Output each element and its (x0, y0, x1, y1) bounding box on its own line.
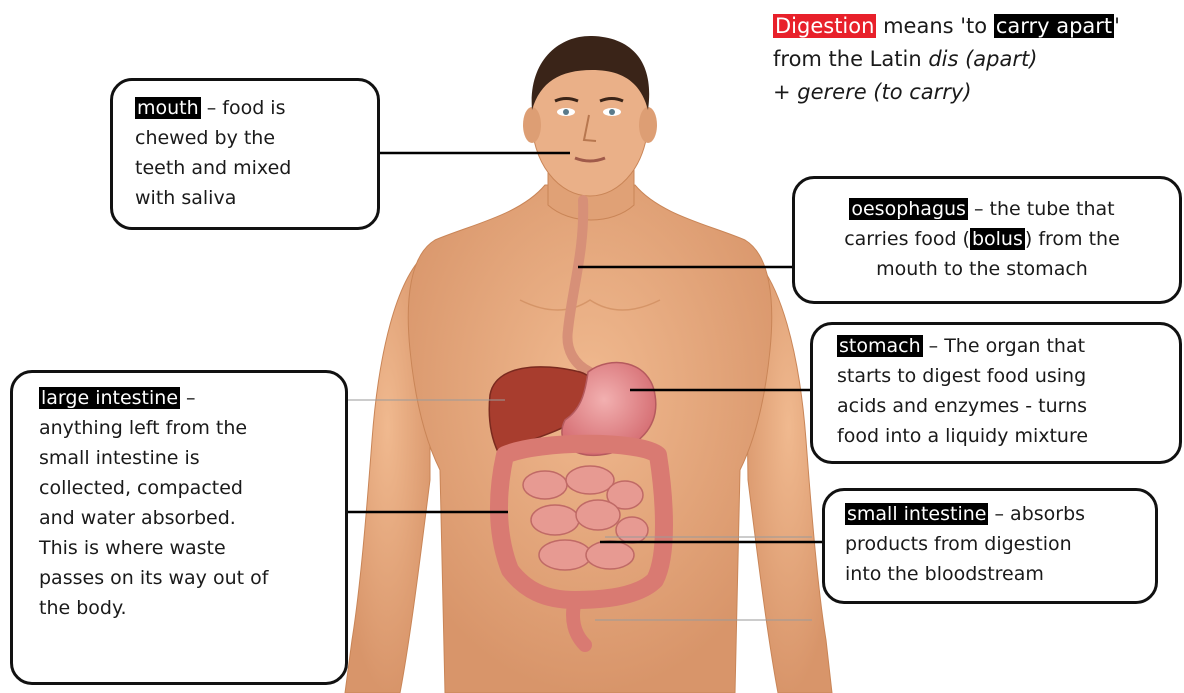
definition-line-1: Digestion means 'to carry apart' (773, 10, 1183, 43)
callout-mouth: mouth – food is chewed by the teeth and … (110, 78, 380, 230)
callout-large-intestine: large intestine – anything left from the… (10, 370, 348, 685)
right-ear (639, 107, 657, 143)
human-body-illustration (345, 36, 832, 693)
bolus-term: bolus (970, 228, 1025, 250)
mouth-term: mouth (135, 97, 201, 119)
callout-small-intestine: small intestine – absorbs products from … (822, 488, 1158, 604)
left-ear (523, 107, 541, 143)
stomach-term: stomach (837, 335, 923, 357)
callout-stomach: stomach – The organ that starts to diges… (810, 322, 1182, 464)
digestion-definition: Digestion means 'to carry apart' from th… (773, 10, 1183, 109)
oesophagus-term: oesophagus (849, 198, 968, 220)
definition-line-3: + gerere (to carry) (773, 76, 1183, 109)
small-intestine-organ (523, 466, 648, 570)
small-intestine-term: small intestine (845, 503, 988, 525)
digestion-term: Digestion (773, 14, 876, 38)
large-intestine-term: large intestine (39, 387, 180, 409)
callout-oesophagus: oesophagus – the tube that carries food … (792, 176, 1182, 304)
carry-apart-term: carry apart (994, 14, 1114, 38)
definition-line-2: from the Latin dis (apart) (773, 43, 1183, 76)
